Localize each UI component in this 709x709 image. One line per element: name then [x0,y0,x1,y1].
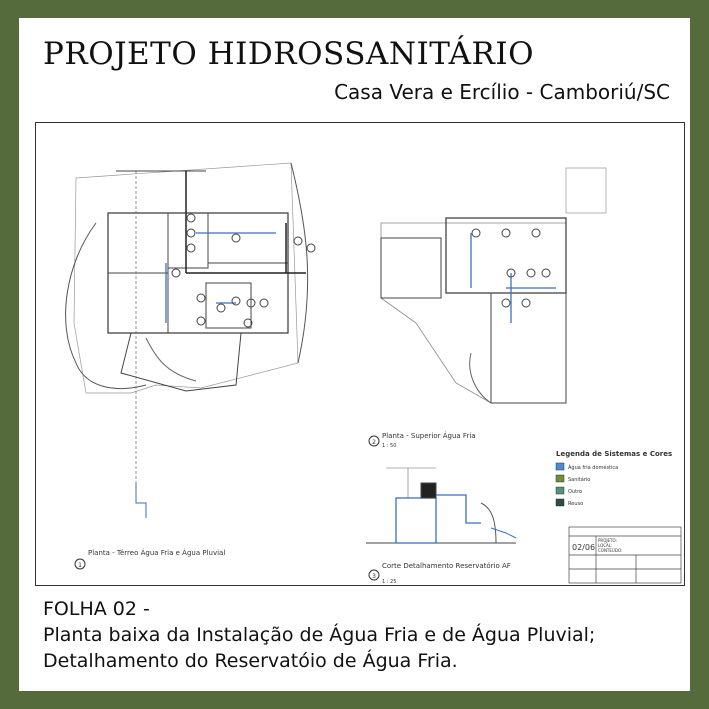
view1-label: Planta - Térreo Água Fria e Água Pluvial [88,548,225,557]
sheet-caption-line1: FOLHA 02 - [43,598,150,620]
title-block: 02/06 PROJETO: LOCAL: CONTEÚDO: [568,526,682,584]
svg-text:LOCAL:: LOCAL: [598,543,612,548]
sheet-caption-line2: Planta baixa da Instalação de Água Fria … [43,624,596,646]
view3-label: Corte Detalhamento Reservatório AF [382,562,511,570]
svg-text:PROJETO:: PROJETO: [598,538,617,543]
svg-text:1 : 25: 1 : 25 [382,579,396,585]
svg-text:1: 1 [78,562,82,569]
legend-title: Legenda de Sistemas e Cores [556,450,672,458]
svg-text:CONTEÚDO:: CONTEÚDO: [598,548,622,553]
drawing-sheet: 1 Planta - Térreo Água Fria e Água Pluvi… [35,122,685,586]
sheet-number: 02/06 [572,543,595,552]
svg-text:3: 3 [372,573,376,580]
sheet-card: PROJETO HIDROSSANITÁRIO Casa Vera e Ercí… [19,18,690,691]
svg-text:Água fria doméstica: Água fria doméstica [568,464,618,471]
section-label: 3 Corte Detalhamento Reservatório AF 1 :… [368,562,511,585]
page-subtitle: Casa Vera e Ercílio - Camboriú/SC [334,80,670,104]
page-title: PROJETO HIDROSSANITÁRIO [43,36,535,72]
svg-text:Sanitário: Sanitário [568,476,590,483]
svg-text:Reuso: Reuso [568,501,583,507]
section-reservatorio [366,467,517,544]
plan-terreo-label: 1 Planta - Térreo Água Fria e Água Pluvi… [74,548,225,570]
plan-superior-label: 2 Planta - Superior Água Fria 1 : 50 [368,431,476,449]
svg-text:Outro: Outro [568,489,582,495]
plan-terreo [65,162,316,518]
svg-text:1 : 50: 1 : 50 [382,443,396,449]
plan-superior [380,167,607,404]
legend: Legenda de Sistemas e Cores Água fria do… [555,450,672,507]
drawing-canvas: 1 Planta - Térreo Água Fria e Água Pluvi… [65,162,682,585]
view2-label: Planta - Superior Água Fria [382,431,476,440]
sheet-caption-line3: Detalhamento do Reservatóio de Água Fria… [43,650,458,672]
svg-text:2: 2 [372,439,376,446]
